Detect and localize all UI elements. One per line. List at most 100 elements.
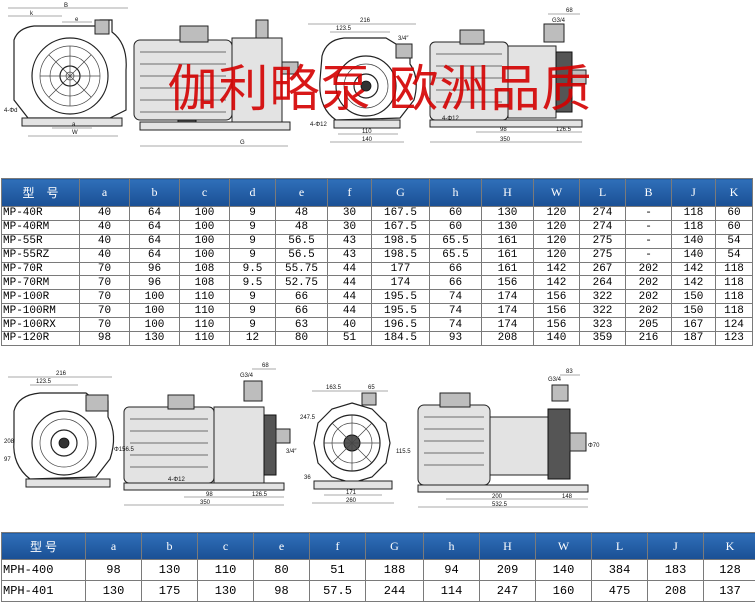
dim-label: 36 (304, 475, 311, 481)
table-cell: 40 (79, 247, 130, 263)
table-cell: 208 (481, 331, 534, 346)
table-cell: 12 (229, 331, 276, 346)
dim-label: 115.5 (396, 449, 411, 455)
table-cell: - (625, 233, 672, 249)
bottom-view4-side: 83 G3/4 Φ70 200 148 532.5 (417, 369, 600, 508)
table-cell: 167.5 (371, 206, 430, 221)
table-cell: 142 (533, 261, 580, 277)
dim-label: 4-Φ12 (310, 122, 327, 128)
dim-label: 163.5 (326, 385, 342, 391)
table-cell: 156 (533, 317, 580, 333)
top-view4-side: 68 G3/4 Φ8 4-Φ12 98 126.5 350 (429, 8, 587, 143)
table-cell: 195.5 (371, 289, 430, 305)
dim-label: 171 (346, 490, 357, 496)
table-cell: 44 (327, 275, 372, 291)
table-cell: 130 (141, 559, 198, 581)
table-cell: 177 (371, 261, 430, 277)
table-cell: 60 (429, 206, 482, 221)
dim-label: 4-Φ12 (168, 477, 185, 483)
table-cell: 156 (533, 303, 580, 319)
table-cell: 209 (479, 559, 536, 581)
table-cell: 175 (141, 580, 198, 602)
header-cell-model: 型 号 (1, 532, 86, 560)
table-cell: 43 (327, 247, 372, 263)
model-cell: MP-120R (1, 331, 80, 346)
table-cell: 264 (579, 275, 626, 291)
table-cell: 202 (625, 275, 672, 291)
dim-label: 83 (566, 369, 573, 375)
dim-label: 126.5 (556, 127, 572, 133)
table-cell: 174 (481, 317, 534, 333)
table-cell: 118 (715, 289, 753, 305)
table-cell: 187 (671, 331, 716, 346)
table-cell: 64 (129, 219, 180, 235)
table-cell: 100 (179, 219, 230, 235)
model-cell: MP-70R (1, 261, 80, 277)
dim-label: 216 (56, 371, 67, 377)
dim-label: 200 (492, 494, 503, 500)
table-cell: 40 (79, 206, 130, 221)
table-cell: 196.5 (371, 317, 430, 333)
header-cell: a (79, 178, 130, 207)
bottom-view3-pump: 163.5 65 247.5 115.5 171 260 36 (300, 385, 411, 504)
table-cell: 142 (671, 261, 716, 277)
table-cell: 130 (481, 219, 534, 235)
dim-label: 65 (368, 385, 375, 391)
table-cell: 216 (625, 331, 672, 346)
dim-label: a (72, 122, 76, 128)
table-cell: 100 (129, 303, 180, 319)
table-cell: 274 (579, 219, 626, 235)
table-cell: 9 (229, 289, 276, 305)
table-cell: 202 (625, 261, 672, 277)
header-cell: J (647, 532, 704, 560)
table-cell: - (625, 206, 672, 221)
table-cell: 44 (327, 261, 372, 277)
table-cell: 56.5 (275, 233, 328, 249)
table-cell: 65.5 (429, 247, 482, 263)
model-cell: MP-55RZ (1, 247, 80, 263)
table-cell: 114 (423, 580, 480, 602)
table-cell: 198.5 (371, 247, 430, 263)
model-cell: MP-100RX (1, 317, 80, 333)
table-cell: 142 (671, 275, 716, 291)
header-cell: b (141, 532, 198, 560)
dim-label: 3/4″ (398, 36, 409, 42)
table-cell: 205 (625, 317, 672, 333)
header-cell: K (703, 532, 755, 560)
dim-label: 216 (360, 18, 371, 24)
table-cell: 9 (229, 303, 276, 319)
header-cell: W (535, 532, 592, 560)
table-cell: 110 (179, 303, 230, 319)
header-cell: G (365, 532, 424, 560)
table-cell: 128 (703, 559, 755, 581)
table-cell: - (625, 247, 672, 263)
model-cell: MPH-401 (1, 580, 86, 602)
table-cell: 100 (179, 206, 230, 221)
table-cell: 198.5 (371, 233, 430, 249)
table-cell: 9 (229, 247, 276, 263)
table-cell: 275 (579, 233, 626, 249)
table-cell: 9.5 (229, 261, 276, 277)
table-cell: 118 (671, 219, 716, 235)
table-cell: 30 (327, 206, 372, 221)
table-cell: 40 (79, 219, 130, 235)
table-cell: 48 (275, 219, 328, 235)
table-cell: 30 (327, 219, 372, 235)
table-cell: 66 (275, 289, 328, 305)
header-cell: e (253, 532, 310, 560)
table-cell: 70 (79, 275, 130, 291)
top-view2-side: G (133, 19, 299, 147)
table-cell: 202 (625, 289, 672, 305)
header-cell: b (129, 178, 180, 207)
dim-label: G3/4 (240, 373, 254, 379)
table-cell: 9 (229, 219, 276, 235)
table-cell: 9 (229, 317, 276, 333)
dim-label: 350 (200, 500, 211, 506)
table-cell: 9 (229, 233, 276, 249)
